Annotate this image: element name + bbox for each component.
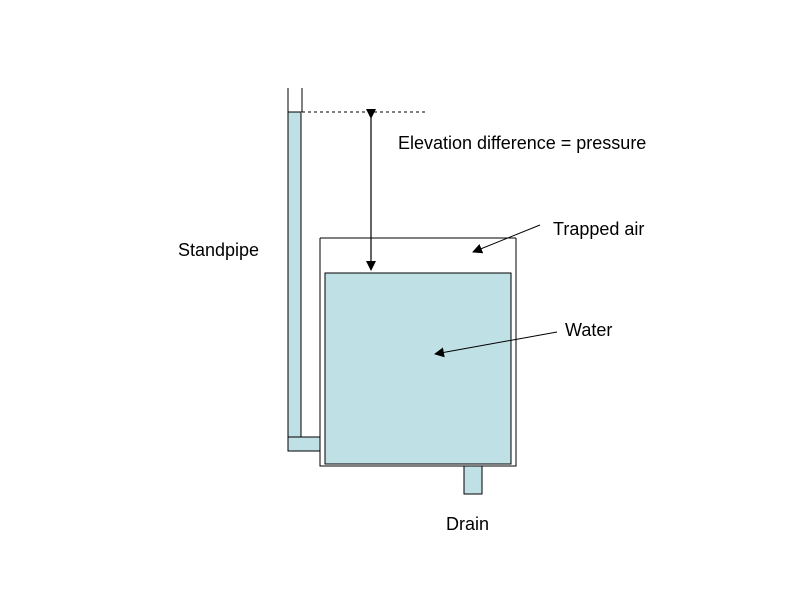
elevation-difference-label: Elevation difference = pressure (398, 133, 647, 153)
water-pointer (434, 331, 558, 358)
standpipe-water-column (287, 111, 302, 439)
drain-pipe (463, 465, 483, 495)
drain-label: Drain (446, 514, 490, 534)
connecting-pipe (287, 436, 321, 452)
trapped-air-pointer (472, 224, 541, 254)
water-label: Water (565, 320, 613, 340)
trapped-air-label: Trapped air (553, 219, 645, 239)
water-body (324, 272, 512, 465)
tank-container-outline (319, 238, 517, 467)
standpipe-label: Standpipe (178, 240, 260, 260)
